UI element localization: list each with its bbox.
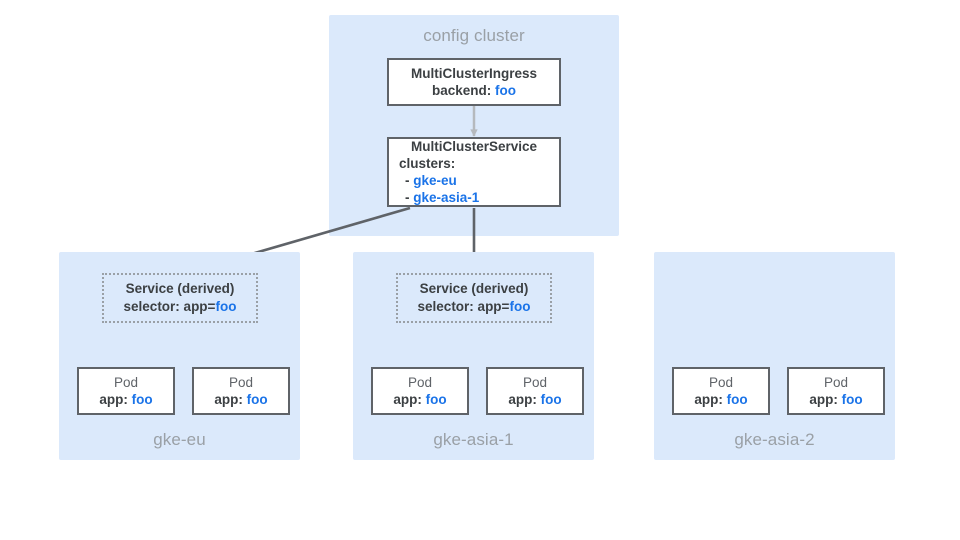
cluster-panel-gke-asia-2-label: gke-asia-2 xyxy=(734,430,815,449)
pod-attr-value: foo xyxy=(131,392,153,407)
multiclusteringress-backend-row: backend: foo xyxy=(389,82,559,99)
pod-attr-row: app: foo xyxy=(488,391,582,408)
derived-service-selector-row: selector: app=foo xyxy=(398,298,550,316)
pod-box[interactable]: Pod app: foo xyxy=(371,367,469,415)
derived-service-selector-value: foo xyxy=(215,299,237,314)
multiclusterservice-kind: MultiClusterService xyxy=(410,139,538,154)
pod-attr-label: app: xyxy=(694,392,723,407)
pod-title: Pod xyxy=(228,375,254,390)
cluster-panel-config-title: config cluster xyxy=(423,26,525,45)
multiclusteringress-box[interactable]: MultiClusterIngress backend: foo xyxy=(387,58,561,106)
pod-title: Pod xyxy=(407,375,433,390)
multiclusteringress-backend-label: backend: xyxy=(431,83,492,98)
multiclusterservice-cluster-item: - gke-asia-1 xyxy=(389,189,559,206)
cluster-panel-gke-asia-2 xyxy=(654,252,895,460)
derived-service-gke-asia-1[interactable]: Service (derived) selector: app=foo xyxy=(396,273,552,323)
pod-box[interactable]: Pod app: foo xyxy=(672,367,770,415)
pod-box[interactable]: Pod app: foo xyxy=(486,367,584,415)
cluster-panel-gke-asia-1-label: gke-asia-1 xyxy=(433,430,514,449)
pod-attr-label: app: xyxy=(99,392,128,407)
pod-attr-value: foo xyxy=(841,392,863,407)
pod-title: Pod xyxy=(708,375,734,390)
pod-title: Pod xyxy=(823,375,849,390)
derived-service-selector-label: selector: app= xyxy=(123,299,216,314)
derived-service-title: Service (derived) xyxy=(419,281,529,296)
derived-service-title: Service (derived) xyxy=(125,281,235,296)
pod-attr-value: foo xyxy=(540,392,562,407)
pod-attr-row: app: foo xyxy=(674,391,768,408)
pod-attr-value: foo xyxy=(726,392,748,407)
pod-attr-row: app: foo xyxy=(373,391,467,408)
multiclusterservice-clusters-label: clusters: xyxy=(399,156,456,171)
derived-service-selector-label: selector: app= xyxy=(417,299,510,314)
multiclusterservice-cluster-item: - gke-eu xyxy=(389,172,559,189)
pod-title: Pod xyxy=(113,375,139,390)
pod-attr-label: app: xyxy=(809,392,838,407)
pod-attr-label: app: xyxy=(214,392,243,407)
list-dash: - xyxy=(405,173,410,188)
derived-service-selector-value: foo xyxy=(509,299,531,314)
list-dash: - xyxy=(405,190,410,205)
cluster-panel-gke-asia-1 xyxy=(353,252,594,460)
derived-service-gke-eu[interactable]: Service (derived) selector: app=foo xyxy=(102,273,258,323)
multiclusteringress-kind: MultiClusterIngress xyxy=(410,66,538,81)
multiclusteringress-backend-value: foo xyxy=(495,83,517,98)
pod-attr-label: app: xyxy=(508,392,537,407)
pod-box[interactable]: Pod app: foo xyxy=(787,367,885,415)
pod-attr-label: app: xyxy=(393,392,422,407)
pod-title: Pod xyxy=(522,375,548,390)
pod-attr-value: foo xyxy=(246,392,268,407)
multiclusterservice-cluster-value: gke-eu xyxy=(413,173,457,188)
pod-attr-row: app: foo xyxy=(194,391,288,408)
derived-service-selector-row: selector: app=foo xyxy=(104,298,256,316)
multiclusterservice-cluster-value: gke-asia-1 xyxy=(413,190,480,205)
pod-attr-row: app: foo xyxy=(79,391,173,408)
cluster-panel-gke-eu-label: gke-eu xyxy=(153,430,206,449)
pod-box[interactable]: Pod app: foo xyxy=(77,367,175,415)
multiclusterservice-box[interactable]: MultiClusterService clusters: - gke-eu -… xyxy=(387,137,561,207)
pod-attr-value: foo xyxy=(425,392,447,407)
pod-attr-row: app: foo xyxy=(789,391,883,408)
pod-box[interactable]: Pod app: foo xyxy=(192,367,290,415)
cluster-panel-gke-eu xyxy=(59,252,300,460)
